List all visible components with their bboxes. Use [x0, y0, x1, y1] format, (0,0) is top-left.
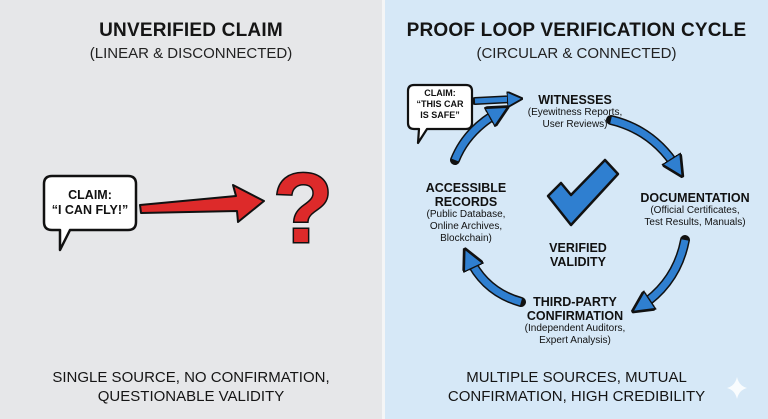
left-claim-label: CLAIM:	[68, 188, 112, 202]
claim-bubble-icon	[406, 83, 474, 145]
documentation-title: DOCUMENTATION	[640, 191, 750, 205]
right-subtitle: (CIRCULAR & CONNECTED)	[476, 45, 677, 62]
right-claim-quote-2: IS SAFE”	[420, 110, 460, 120]
right-footer-line2: CONFIRMATION, HIGH CREDIBILITY	[447, 388, 706, 405]
left-title: UNVERIFIED CLAIM	[99, 20, 283, 41]
documentation-desc-1: (Official Certificates,	[650, 205, 740, 216]
speech-bubble-icon	[42, 174, 138, 252]
right-footer-line1: MULTIPLE SOURCES, MUTUAL	[466, 369, 687, 386]
documentation-desc-2: Test Results, Manuals)	[644, 217, 746, 228]
left-footer: SINGLE SOURCE, NO CONFIRMATION, QUESTION…	[0, 368, 382, 406]
verified-validity-label: VERIFIED VALIDITY	[538, 241, 618, 269]
red-arrow-icon	[139, 184, 265, 223]
records-node: ACCESSIBLE RECORDS (Public Database, Onl…	[413, 181, 519, 245]
witnesses-desc-2: User Reviews)	[542, 119, 608, 130]
third-party-node: THIRD-PARTY CONFIRMATION (Independent Au…	[510, 295, 640, 347]
documentation-node: DOCUMENTATION (Official Certificates, Te…	[630, 191, 760, 229]
records-title-2: RECORDS	[434, 195, 498, 209]
left-footer-line1: SINGLE SOURCE, NO CONFIRMATION,	[52, 369, 330, 386]
right-graphics	[406, 83, 690, 419]
witnesses-node: WITNESSES (Eyewitness Reports, User Revi…	[510, 93, 640, 131]
checkmark-icon	[546, 158, 620, 227]
right-claim-quote-1: “THIS CAR	[416, 99, 464, 109]
right-title: PROOF LOOP VERIFICATION CYCLE	[406, 20, 747, 41]
records-desc-2: Online Archives,	[429, 221, 503, 232]
third-party-title-1: THIRD-PARTY	[533, 295, 617, 309]
question-mark-icon: ?	[272, 153, 335, 263]
right-claim-text: CLAIM: “THIS CAR IS SAFE”	[408, 88, 472, 121]
left-graphics	[42, 174, 265, 252]
sparkle-icon	[727, 377, 747, 399]
left-footer-line2: QUESTIONABLE VALIDITY	[97, 388, 285, 405]
witnesses-desc-1: (Eyewitness Reports,	[527, 107, 623, 118]
records-desc-3: Blockchain)	[440, 233, 492, 244]
left-subtitle: (LINEAR & DISCONNECTED)	[89, 45, 293, 62]
third-party-desc-2: Expert Analysis)	[539, 335, 611, 346]
cycle-arrows-icon	[450, 112, 690, 306]
unverified-claim-panel: UNVERIFIED CLAIM (LINEAR & DISCONNECTED)…	[0, 0, 382, 419]
proof-loop-panel: PROOF LOOP VERIFICATION CYCLE (CIRCULAR …	[385, 0, 768, 419]
records-desc-1: (Public Database,	[426, 209, 506, 220]
sparkle-graphic	[727, 377, 747, 399]
left-claim-text: CLAIM: “I CAN FLY!”	[46, 188, 134, 218]
right-footer: MULTIPLE SOURCES, MUTUAL CONFIRMATION, H…	[385, 368, 768, 406]
right-claim-label: CLAIM:	[424, 88, 456, 98]
verified-line-2: VALIDITY	[549, 255, 607, 269]
panel-divider	[382, 0, 385, 419]
verified-line-1: VERIFIED	[549, 241, 607, 255]
records-title-1: ACCESSIBLE	[425, 181, 507, 195]
witnesses-title: WITNESSES	[538, 93, 612, 107]
left-claim-quote: “I CAN FLY!”	[51, 203, 129, 217]
third-party-desc-1: (Independent Auditors,	[524, 323, 626, 334]
third-party-title-2: CONFIRMATION	[526, 309, 624, 323]
